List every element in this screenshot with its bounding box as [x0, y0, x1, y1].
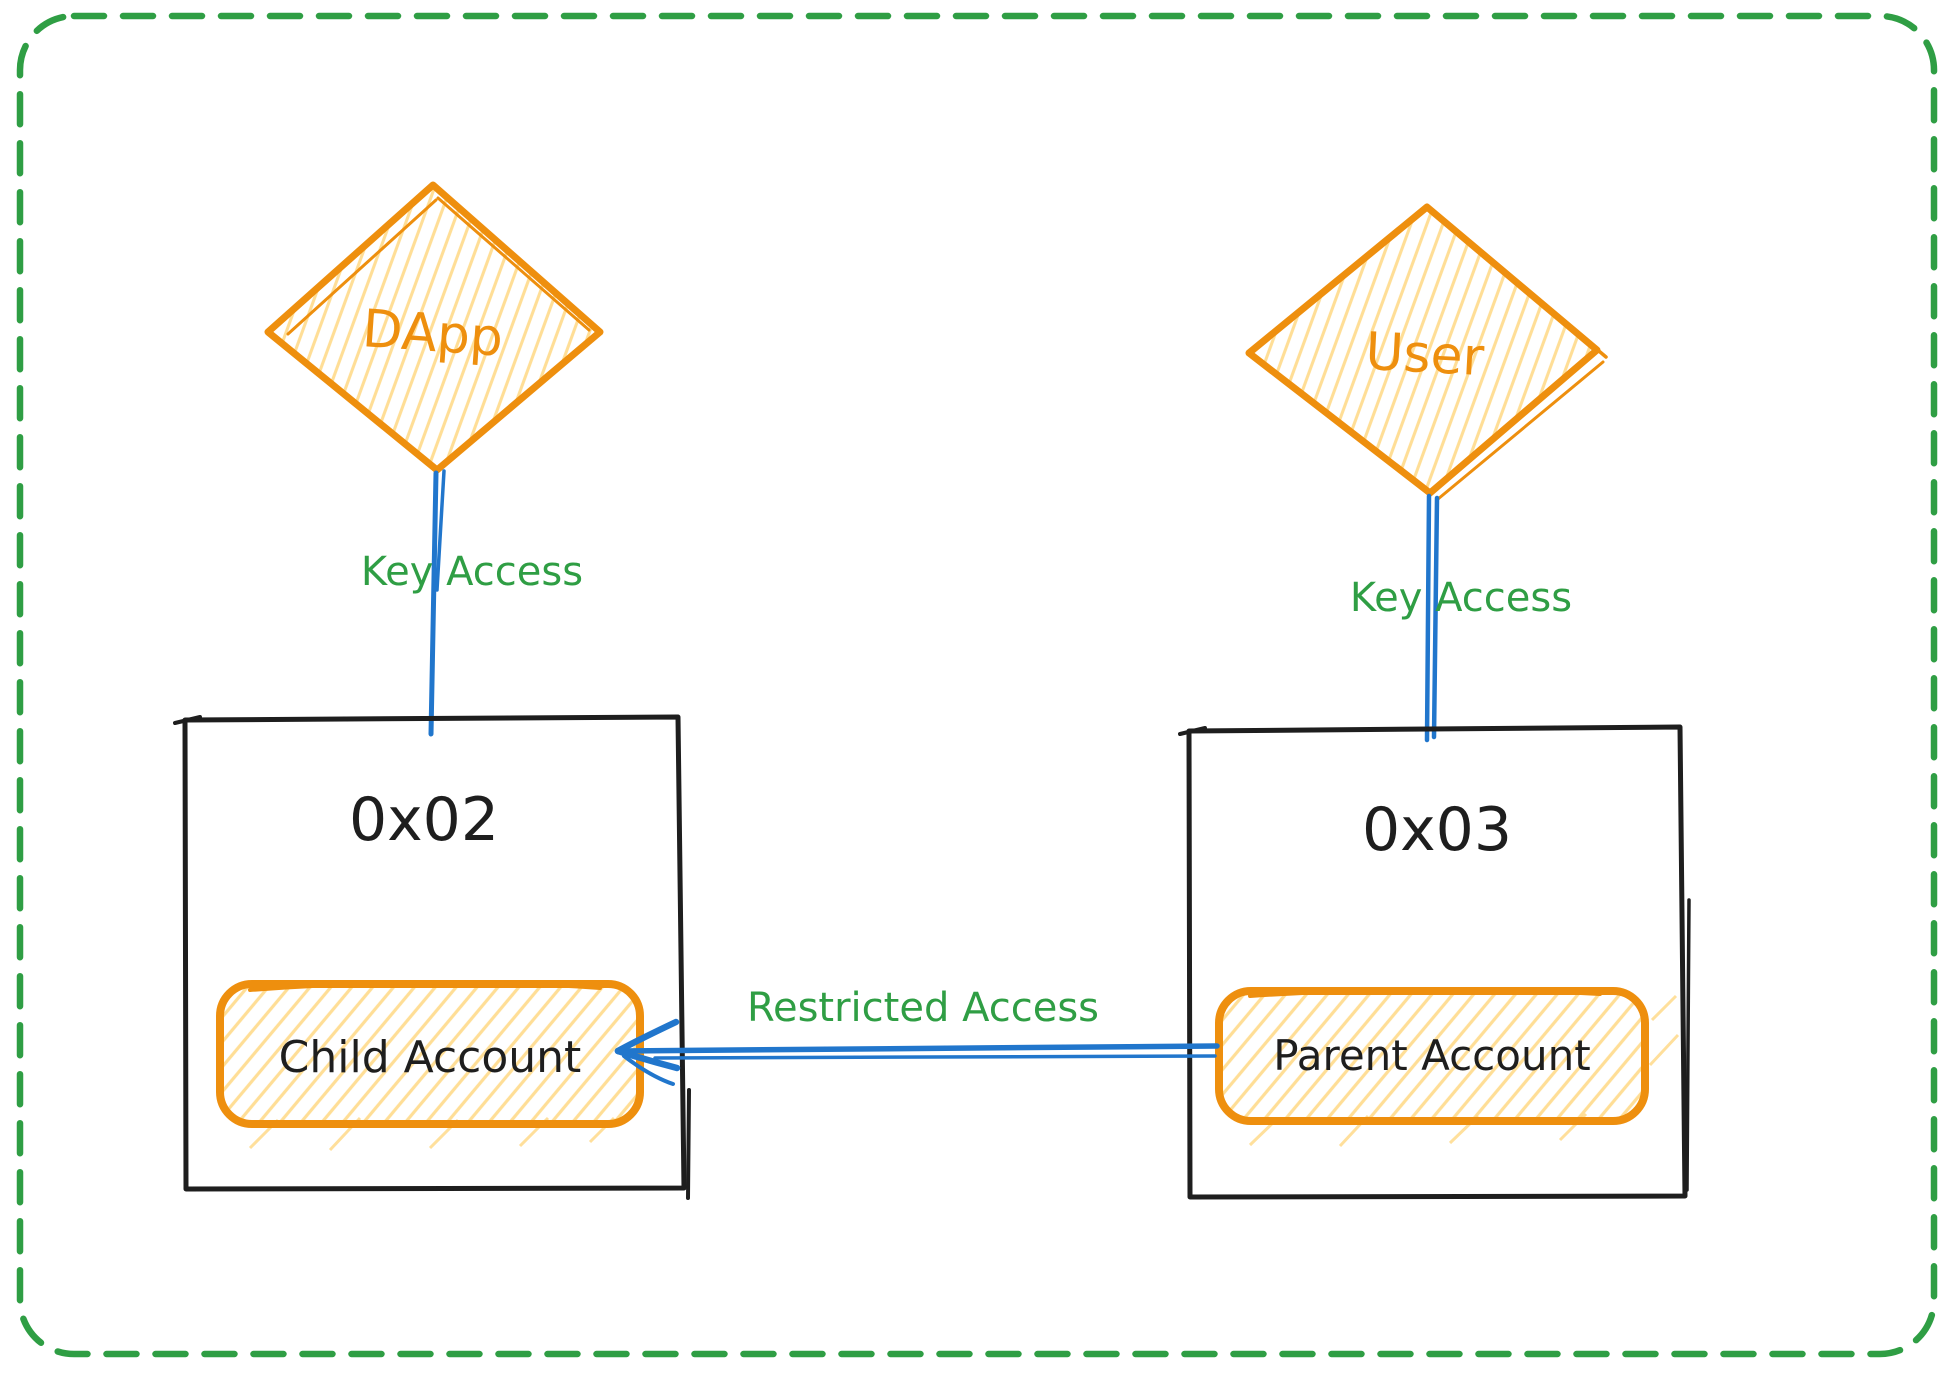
user-key-access-label: Key Access	[1350, 575, 1572, 621]
child-box-outline	[182, 714, 687, 1192]
parent-pill-sketch-echo	[1248, 987, 1602, 998]
dapp-key-access-label: Key Access	[361, 549, 583, 595]
child-pill-sketch-echo	[248, 980, 602, 992]
dapp-diamond: DApp	[264, 181, 604, 474]
dapp-diamond-sketch-echo	[286, 198, 438, 336]
dapp-label: DApp	[360, 299, 505, 369]
child-box-address: 0x02	[349, 785, 499, 855]
user-diamond-sketch-echo	[1435, 212, 1608, 359]
parent-account-box: 0x03 Parent Account	[1178, 724, 1691, 1200]
canvas-dashed-border	[16, 12, 1938, 1358]
user-diamond: User	[1245, 203, 1608, 501]
child-box-sketch-tick	[686, 1088, 691, 1200]
dapp-diamond-sketch-echo	[436, 196, 591, 332]
parent-box-sketch-tick	[1685, 898, 1691, 1192]
child-box-sketch-tick	[173, 715, 202, 725]
dapp-key-access-line	[428, 470, 439, 737]
child-account-box: 0x02 Child Account	[173, 714, 691, 1200]
dapp-key-access-line-echo	[435, 469, 446, 592]
child-account-label: Child Account	[279, 1032, 582, 1083]
restricted-access-arrowhead	[614, 1047, 681, 1072]
user-label: User	[1364, 322, 1486, 388]
dapp-diamond-shape	[264, 181, 604, 474]
dapp-key-access-edge: Key Access	[361, 469, 583, 737]
restricted-access-edge: Restricted Access	[614, 985, 1220, 1086]
user-key-access-line-echo	[1431, 495, 1440, 740]
parent-box-sketch-tick	[1178, 726, 1207, 736]
restricted-access-line	[617, 1043, 1220, 1054]
user-key-access-line	[1424, 493, 1432, 743]
restricted-access-arrowhead	[622, 1054, 675, 1086]
restricted-access-line-echo	[653, 1054, 1217, 1060]
parent-box-address: 0x03	[1362, 795, 1512, 865]
user-key-access-edge: Key Access	[1350, 493, 1572, 743]
parent-box-outline	[1186, 724, 1688, 1200]
parent-account-label: Parent Account	[1273, 1031, 1590, 1080]
restricted-access-label: Restricted Access	[747, 985, 1099, 1031]
user-diamond-sketch-echo	[1436, 360, 1605, 501]
